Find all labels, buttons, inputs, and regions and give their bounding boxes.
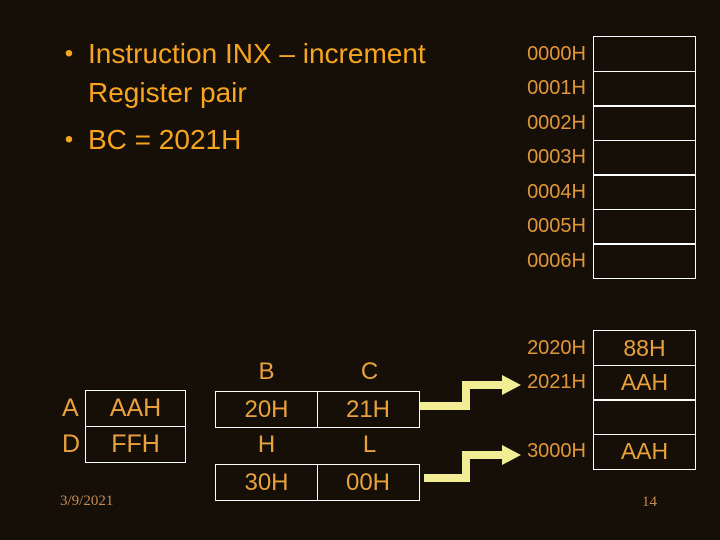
memory-table-bottom: 2020H 88H 2021H AAH 3000H AAH [498, 330, 696, 470]
memory-cell [593, 105, 696, 141]
bullet-item-bc-value: • BC = 2021H [50, 120, 490, 159]
memory-row: 0004H [498, 174, 696, 210]
memory-row: 0002H [498, 105, 696, 141]
memory-row: 0005H [498, 208, 696, 245]
memory-row: 0003H [498, 139, 696, 176]
register-value-h: 30H [215, 464, 318, 501]
register-label-b: B [258, 358, 275, 385]
memory-cell: AAH [593, 364, 696, 401]
register-pair-bc: B C 20H 21H [215, 358, 421, 428]
register-value-a: AAH [85, 390, 186, 427]
register-row-d: D FFH [62, 425, 186, 463]
register-pair-bc-headers: B C [215, 358, 421, 386]
memory-address: 0004H [527, 180, 586, 203]
memory-address: 0001H [527, 77, 586, 99]
bullet-item-instruction: • Instruction INX – increment Register p… [50, 34, 490, 112]
register-pair-hl: H L 30H 00H [215, 431, 421, 501]
memory-cell [593, 70, 696, 107]
bullet-text-bc-value: BC = 2021H [88, 124, 242, 155]
arrow-bc-to-2021h-icon [420, 381, 503, 410]
register-a-d: A AAH D FFH [62, 390, 186, 463]
memory-table-top: 0000H 0001H 0002H 0003H 0004H 0005H 0006… [498, 36, 696, 279]
register-row-a: A AAH [62, 390, 186, 427]
register-label-h: H [257, 431, 276, 458]
memory-cell: 88H [593, 330, 696, 366]
memory-row: 2020H 88H [498, 330, 696, 366]
register-value-l: 00H [316, 464, 420, 501]
memory-row: 0000H [498, 36, 696, 72]
bullet-icon: • [64, 40, 74, 67]
memory-address: 0005H [527, 215, 586, 237]
register-pair-hl-cells: 30H 00H [215, 464, 421, 501]
memory-cell: AAH [593, 433, 696, 470]
memory-address: 0000H [527, 42, 586, 65]
memory-row [498, 399, 696, 435]
register-label-d: D [62, 429, 81, 458]
arrow-hl-to-3000h-icon [424, 451, 503, 482]
memory-row: 0006H [498, 243, 696, 279]
memory-address: 0002H [527, 111, 586, 134]
memory-address: 2021H [527, 371, 586, 393]
memory-address: 0003H [527, 146, 586, 168]
memory-cell [593, 208, 696, 245]
register-value-b: 20H [215, 391, 318, 428]
memory-row: 0001H [498, 70, 696, 107]
memory-row: 2021H AAH [498, 364, 696, 401]
page-number: 14 [642, 494, 657, 510]
bullet-icon: • [64, 126, 74, 153]
register-label-l: L [362, 431, 377, 458]
memory-cell [593, 243, 696, 279]
register-label-c: C [360, 358, 379, 385]
memory-cell [593, 139, 696, 176]
memory-address: 2020H [527, 336, 586, 359]
register-label-a: A [62, 394, 79, 422]
memory-address: 3000H [527, 440, 586, 462]
memory-cell [593, 399, 696, 435]
register-value-d: FFH [85, 425, 186, 463]
register-value-c: 21H [316, 391, 420, 428]
register-pair-hl-headers: H L [215, 431, 421, 459]
bullet-list: • Instruction INX – increment Register p… [50, 34, 490, 159]
bullet-text-instruction: Instruction INX – increment Register pai… [88, 38, 426, 108]
memory-cell [593, 36, 696, 72]
register-pair-bc-cells: 20H 21H [215, 391, 421, 428]
memory-address: 0006H [527, 249, 586, 272]
memory-cell [593, 174, 696, 210]
slide-date: 3/9/2021 [60, 493, 114, 509]
memory-row: 3000H AAH [498, 433, 696, 470]
